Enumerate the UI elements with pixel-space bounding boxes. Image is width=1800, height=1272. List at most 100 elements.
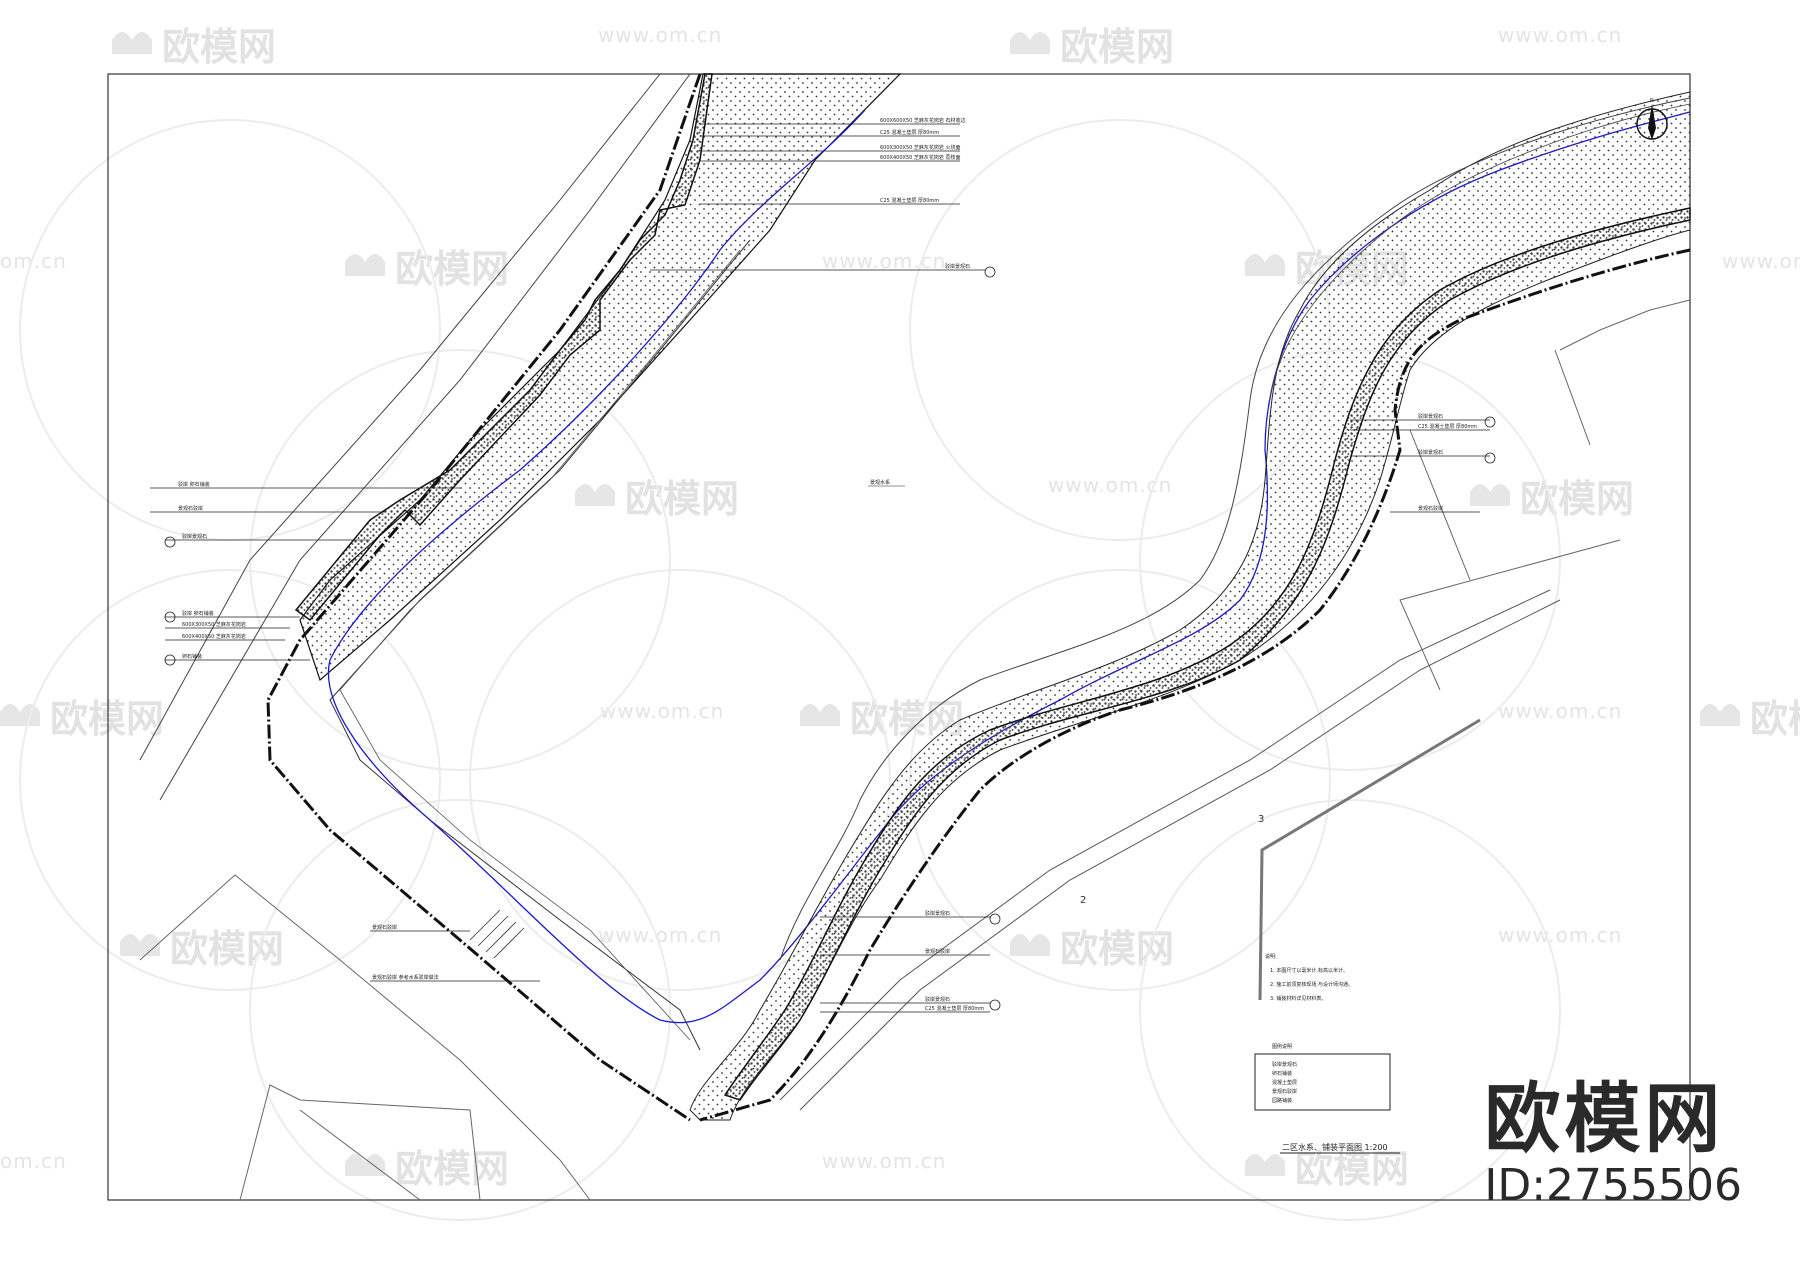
annotation-left-mid-2: 驳岸景观石 bbox=[182, 533, 207, 540]
legend-row-3: 景观石驳岸 bbox=[1272, 1088, 1297, 1095]
annotation-right-mid-1: C25 混凝土垫层 厚80mm bbox=[1418, 423, 1477, 430]
building-outline-lower-left bbox=[139, 874, 591, 1201]
leader-lines-right-mid bbox=[1350, 419, 1490, 513]
brand-id: ID:2755506 bbox=[1484, 1160, 1742, 1211]
watermark-circle bbox=[249, 799, 671, 1221]
watermark-sofa-icon bbox=[1245, 1154, 1285, 1176]
annotation-left-mid-1: 景观石驳岸 bbox=[178, 505, 203, 512]
legend-row-4: 园路铺装 bbox=[1272, 1097, 1292, 1104]
watermark-layer: 欧模网欧模网欧模网欧模网欧模网欧模网欧模网欧模网欧模网欧模网欧模网欧模网欧模网w… bbox=[0, 23, 1800, 1221]
building-outline-lower-left-2 bbox=[239, 1084, 481, 1201]
drawing-title: 二区水系、铺装平面图 1:200 bbox=[1282, 1142, 1388, 1152]
leader-lines-right-top bbox=[650, 123, 985, 271]
watermark-logo-text: 欧模网 bbox=[395, 1147, 509, 1191]
road-line-lower-4 bbox=[1399, 539, 1621, 691]
annotation-left-mid-0: 驳岸 卵石铺装 bbox=[178, 481, 210, 488]
watermark-logo: 欧模网 bbox=[1245, 1147, 1409, 1191]
upper-left-gravel-edge bbox=[294, 73, 713, 622]
annotation-right-mid-0: 驳岸景观石 bbox=[1418, 413, 1443, 420]
watermark-logo: 欧模网 bbox=[345, 1147, 509, 1191]
annotation-left-mid-5: 600X400X50 芝麻灰花岗岩 bbox=[182, 633, 246, 640]
watermark-url: www.om.cn bbox=[1498, 23, 1622, 47]
annotation-bottom-mid-2: 驳岸景观石 bbox=[925, 996, 950, 1003]
watermark-logo: 欧模网 bbox=[112, 25, 276, 69]
watermark-url-short: om.cn bbox=[0, 249, 67, 273]
leader-lines-left-mid bbox=[150, 487, 460, 661]
watermark-sofa-icon bbox=[345, 254, 385, 276]
notes-item-1: 1. 本图尺寸以毫米计,标高以米计。 bbox=[1270, 967, 1348, 974]
notes-item-3: 3. 铺装材料详见材料表。 bbox=[1270, 995, 1326, 1002]
annotation-right-top-4: C25 混凝土垫层 厚80mm bbox=[880, 197, 939, 204]
outer-boundary-right bbox=[699, 248, 1691, 1122]
legend-row-1: 卵石铺装 bbox=[1272, 1070, 1292, 1077]
watermark-circle bbox=[19, 119, 441, 541]
watermark-sofa-icon bbox=[800, 704, 840, 726]
watermark-sofa-icon bbox=[120, 934, 160, 956]
watermark-sofa-icon bbox=[1470, 484, 1510, 506]
watermark-sofa-icon bbox=[1010, 934, 1050, 956]
watermark-logo: 欧模网 bbox=[1700, 697, 1800, 741]
building-outline-right bbox=[1559, 299, 1691, 351]
road-line-left-2 bbox=[159, 73, 691, 801]
notes-heading: 说明: bbox=[1265, 953, 1277, 960]
leader-lines-bottom-left bbox=[370, 930, 540, 982]
annotation-right-top-2: 600X300X50 芝麻灰花岗岩 火烧面 bbox=[880, 144, 960, 151]
upper-left-paving-band bbox=[299, 73, 902, 682]
building-line-right-3 bbox=[1409, 429, 1471, 581]
watermark-sofa-icon bbox=[1700, 704, 1740, 726]
watermark-url: www.om.cn bbox=[1722, 249, 1800, 273]
legend-row-2: 混凝土垫层 bbox=[1272, 1079, 1297, 1086]
annotation-bottom-left-0: 景观石驳岸 bbox=[372, 924, 397, 931]
watermark-circle bbox=[19, 569, 441, 991]
site-branding: 欧模网 ID:2755506 bbox=[1484, 1076, 1742, 1210]
north-label: N bbox=[1650, 98, 1654, 104]
watermark-sofa-icon bbox=[112, 32, 152, 54]
marker-3: 3 bbox=[1258, 814, 1264, 825]
watermark-url: www.om.cn bbox=[1498, 923, 1622, 947]
watermark-circle bbox=[469, 569, 891, 991]
road-line-right-2 bbox=[1269, 103, 1691, 401]
annotation-left-mid-6: 卵石铺装 bbox=[182, 653, 202, 660]
road-line-left-1 bbox=[139, 73, 661, 761]
building-outline-lower-left-3 bbox=[299, 1109, 421, 1201]
road-line-lower-1 bbox=[779, 589, 1551, 1101]
annotation-right-top-0: 600X600X50 芝麻灰花岗岩 石材收边 bbox=[880, 117, 965, 124]
watermark-url: www.om.cn bbox=[822, 1149, 946, 1173]
legend-row-0: 驳岸景观石 bbox=[1272, 1061, 1297, 1068]
callout-symbols bbox=[164, 266, 1496, 1011]
watermark-url: www.om.cn bbox=[822, 249, 946, 273]
annotations-right-top: 600X600X50 芝麻灰花岗岩 石材收边 C25 混凝土垫层 厚80mm 600… bbox=[880, 117, 970, 270]
annotation-bottom-mid-0: 驳岸景观石 bbox=[925, 910, 950, 917]
legend-heading: 图例说明 bbox=[1272, 1043, 1292, 1050]
watermark-url: www.om.cn bbox=[600, 699, 724, 723]
watermark-sofa-icon bbox=[575, 484, 615, 506]
watermark-url: www.om.cn bbox=[1498, 699, 1622, 723]
watermark-logo-text: 欧模网 bbox=[170, 927, 284, 971]
watermark-sofa-icon bbox=[1245, 254, 1285, 276]
serpentine-gravel-edge bbox=[723, 207, 1691, 1101]
road-line-lower-3 bbox=[1258, 718, 1481, 1001]
notes-block: 说明: 1. 本图尺寸以毫米计,标高以米计。 2. 施工前须复核现场,与设计师沟… bbox=[1265, 953, 1353, 1002]
watermark-logo-text: 欧模网 bbox=[1060, 25, 1174, 69]
annotation-bottom-mid-3: C25 混凝土垫层 厚80mm bbox=[925, 1005, 984, 1012]
brand-name: 欧模网 bbox=[1484, 1074, 1725, 1163]
marker-2: 2 bbox=[1080, 895, 1086, 906]
watermark-url-short: om.cn bbox=[0, 1149, 67, 1173]
annotation-left-mid-3: 驳岸 卵石铺装 bbox=[182, 610, 214, 617]
annotation-bottom-left-1: 景观石驳岸 参考水系驳岸做法 bbox=[372, 974, 439, 981]
watermark-logo-text: 欧模网 bbox=[1520, 477, 1634, 521]
watermark-logo: 欧模网 bbox=[1010, 25, 1174, 69]
watermark-logo-text: 欧模网 bbox=[1060, 927, 1174, 971]
watermark-sofa-icon bbox=[0, 704, 40, 726]
watermark-logo-text: 欧模网 bbox=[50, 697, 164, 741]
water-edge-line-1 bbox=[329, 239, 751, 1051]
watermark-sofa-icon bbox=[345, 1154, 385, 1176]
watermark-logo-text: 欧模网 bbox=[1750, 697, 1800, 741]
watermark-sofa-icon bbox=[1010, 32, 1050, 54]
watermark-logo-text: 欧模网 bbox=[625, 477, 739, 521]
